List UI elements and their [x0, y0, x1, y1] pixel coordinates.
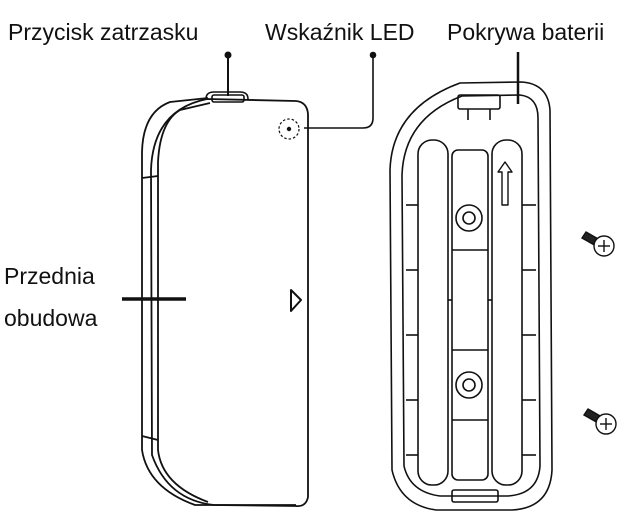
front-housing [142, 98, 308, 506]
led-indicator [279, 119, 299, 139]
label-latch-button: Przycisk zatrzasku [8, 19, 198, 45]
label-led-indicator: Wskaźnik LED [265, 19, 415, 45]
battery-cover [390, 82, 552, 510]
leader-led-indicator [304, 53, 376, 129]
label-front-housing-line2: obudowa [4, 305, 98, 331]
screw-lower-icon [584, 409, 616, 434]
label-battery-cover: Pokrywa baterii [447, 19, 604, 45]
triangle-mark [291, 290, 301, 311]
screw-upper-icon [582, 232, 614, 256]
label-front-housing-line1: Przednia [4, 263, 95, 289]
leader-latch-button [226, 53, 231, 97]
